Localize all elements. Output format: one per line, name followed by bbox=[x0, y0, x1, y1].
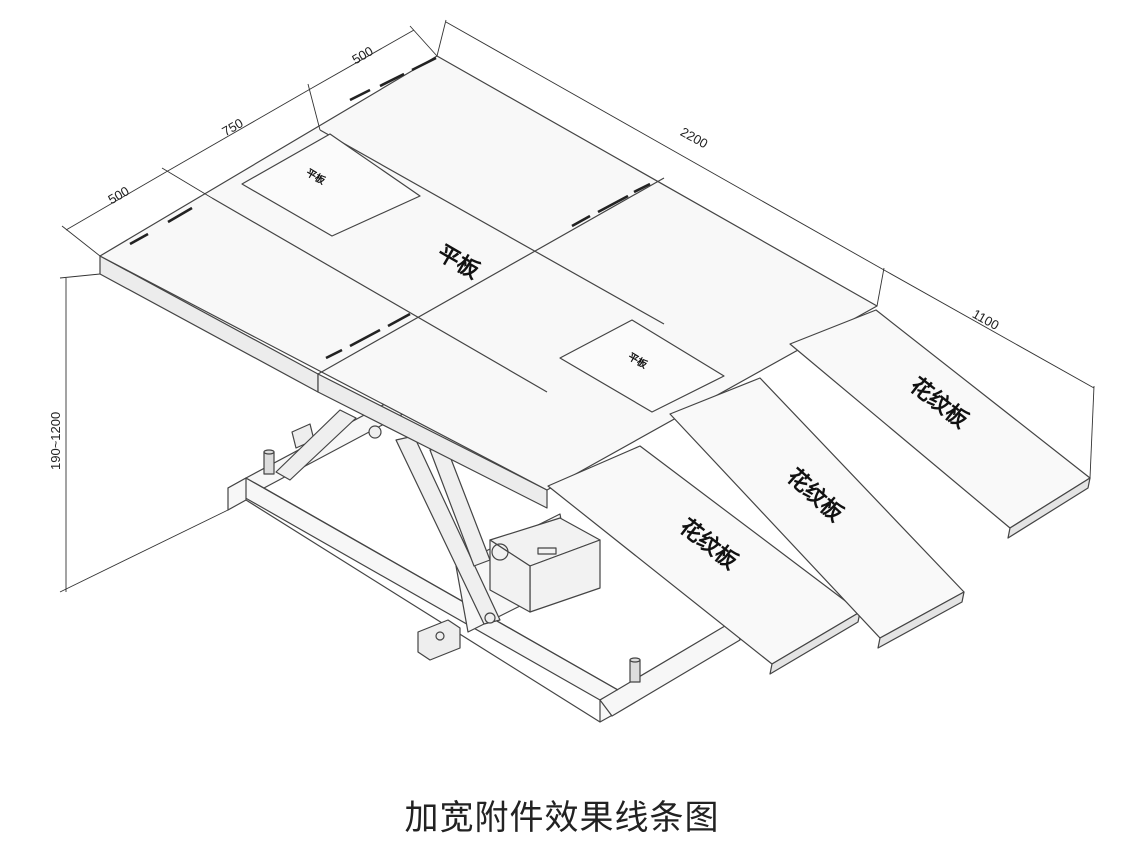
figure-caption: 加宽附件效果线条图 bbox=[404, 798, 720, 838]
dim-1100: 1100 bbox=[970, 306, 1002, 333]
foot-control-block bbox=[417, 619, 461, 661]
dim-500-a: 500 bbox=[105, 183, 131, 207]
dim-height: 190~1200 bbox=[48, 412, 63, 470]
ramp-1 bbox=[547, 445, 861, 675]
platform-slots bbox=[129, 56, 651, 360]
dim-500-b: 500 bbox=[349, 43, 375, 67]
lift-line-drawing: 500 750 500 2200 1100 190~1200 平板 平板 平板 … bbox=[48, 19, 1095, 723]
dim-750: 750 bbox=[219, 115, 245, 139]
dimension-lines bbox=[59, 19, 1095, 593]
hydraulic-pump-box bbox=[489, 517, 601, 613]
dim-2200: 2200 bbox=[678, 124, 711, 151]
small-plate-2 bbox=[559, 319, 725, 413]
ramp-2 bbox=[669, 377, 965, 649]
small-plate-1 bbox=[241, 133, 421, 237]
base-pin-right bbox=[629, 657, 641, 683]
base-pin-left bbox=[263, 449, 275, 475]
